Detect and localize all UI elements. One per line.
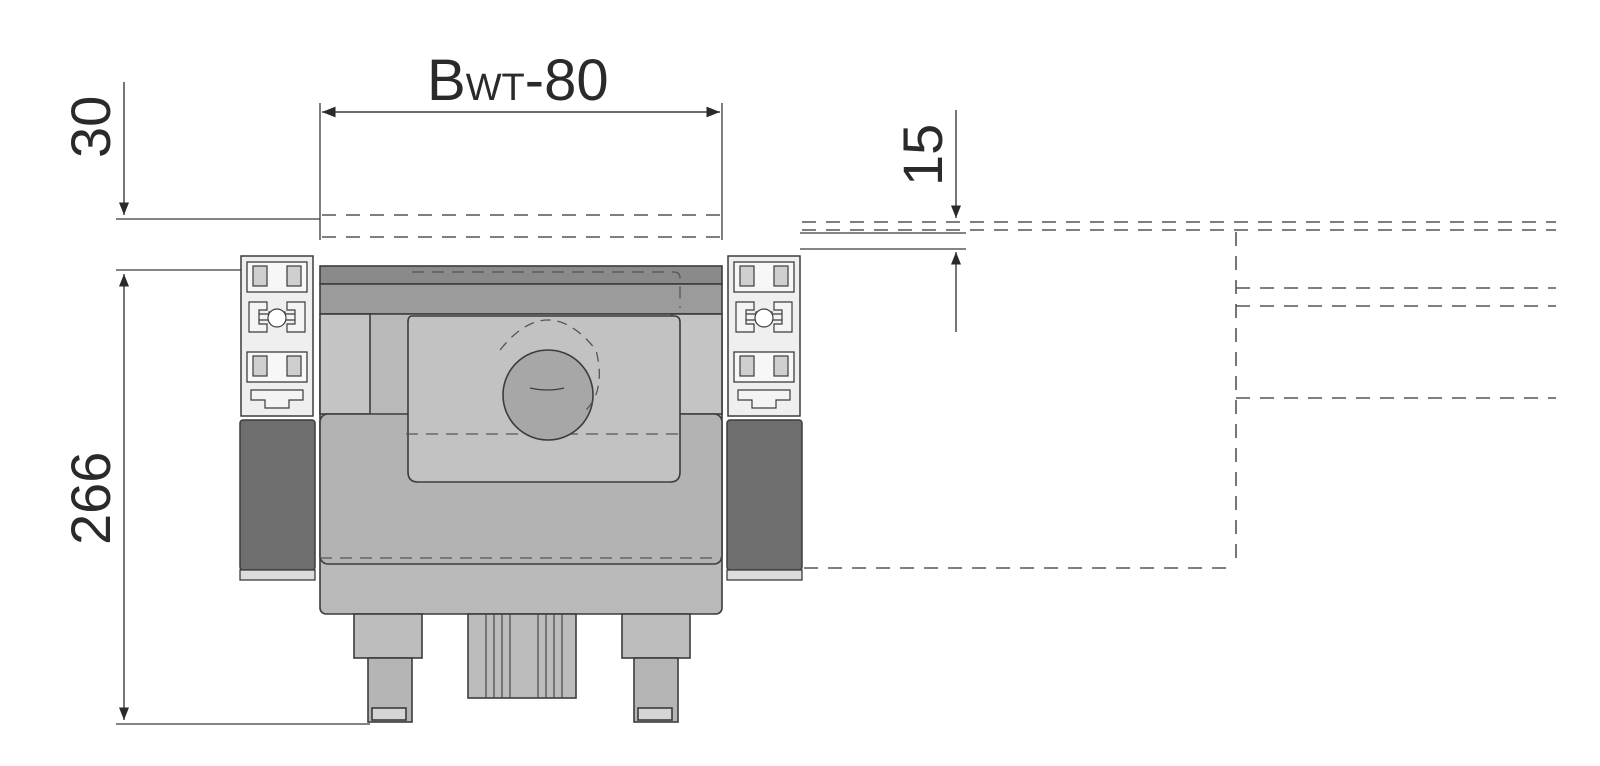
drive-motor <box>467 613 577 699</box>
right-offset-dimension: 15 <box>800 110 966 332</box>
right-aluminium-profile <box>726 255 803 581</box>
right-offset-label: 15 <box>891 124 954 186</box>
height-label: 266 <box>59 452 122 545</box>
top-offset-label: 30 <box>59 96 122 158</box>
left-height-dimensions: 30 266 <box>59 82 370 725</box>
workpiece-carrier-outline <box>322 214 1556 569</box>
width-dimension: BWT-80 <box>319 48 723 240</box>
drive-roller <box>502 349 594 441</box>
support-feet <box>353 613 691 723</box>
width-dimension-label: BWT-80 <box>427 48 609 113</box>
drive-housing <box>319 265 723 615</box>
left-aluminium-profile <box>239 255 316 581</box>
